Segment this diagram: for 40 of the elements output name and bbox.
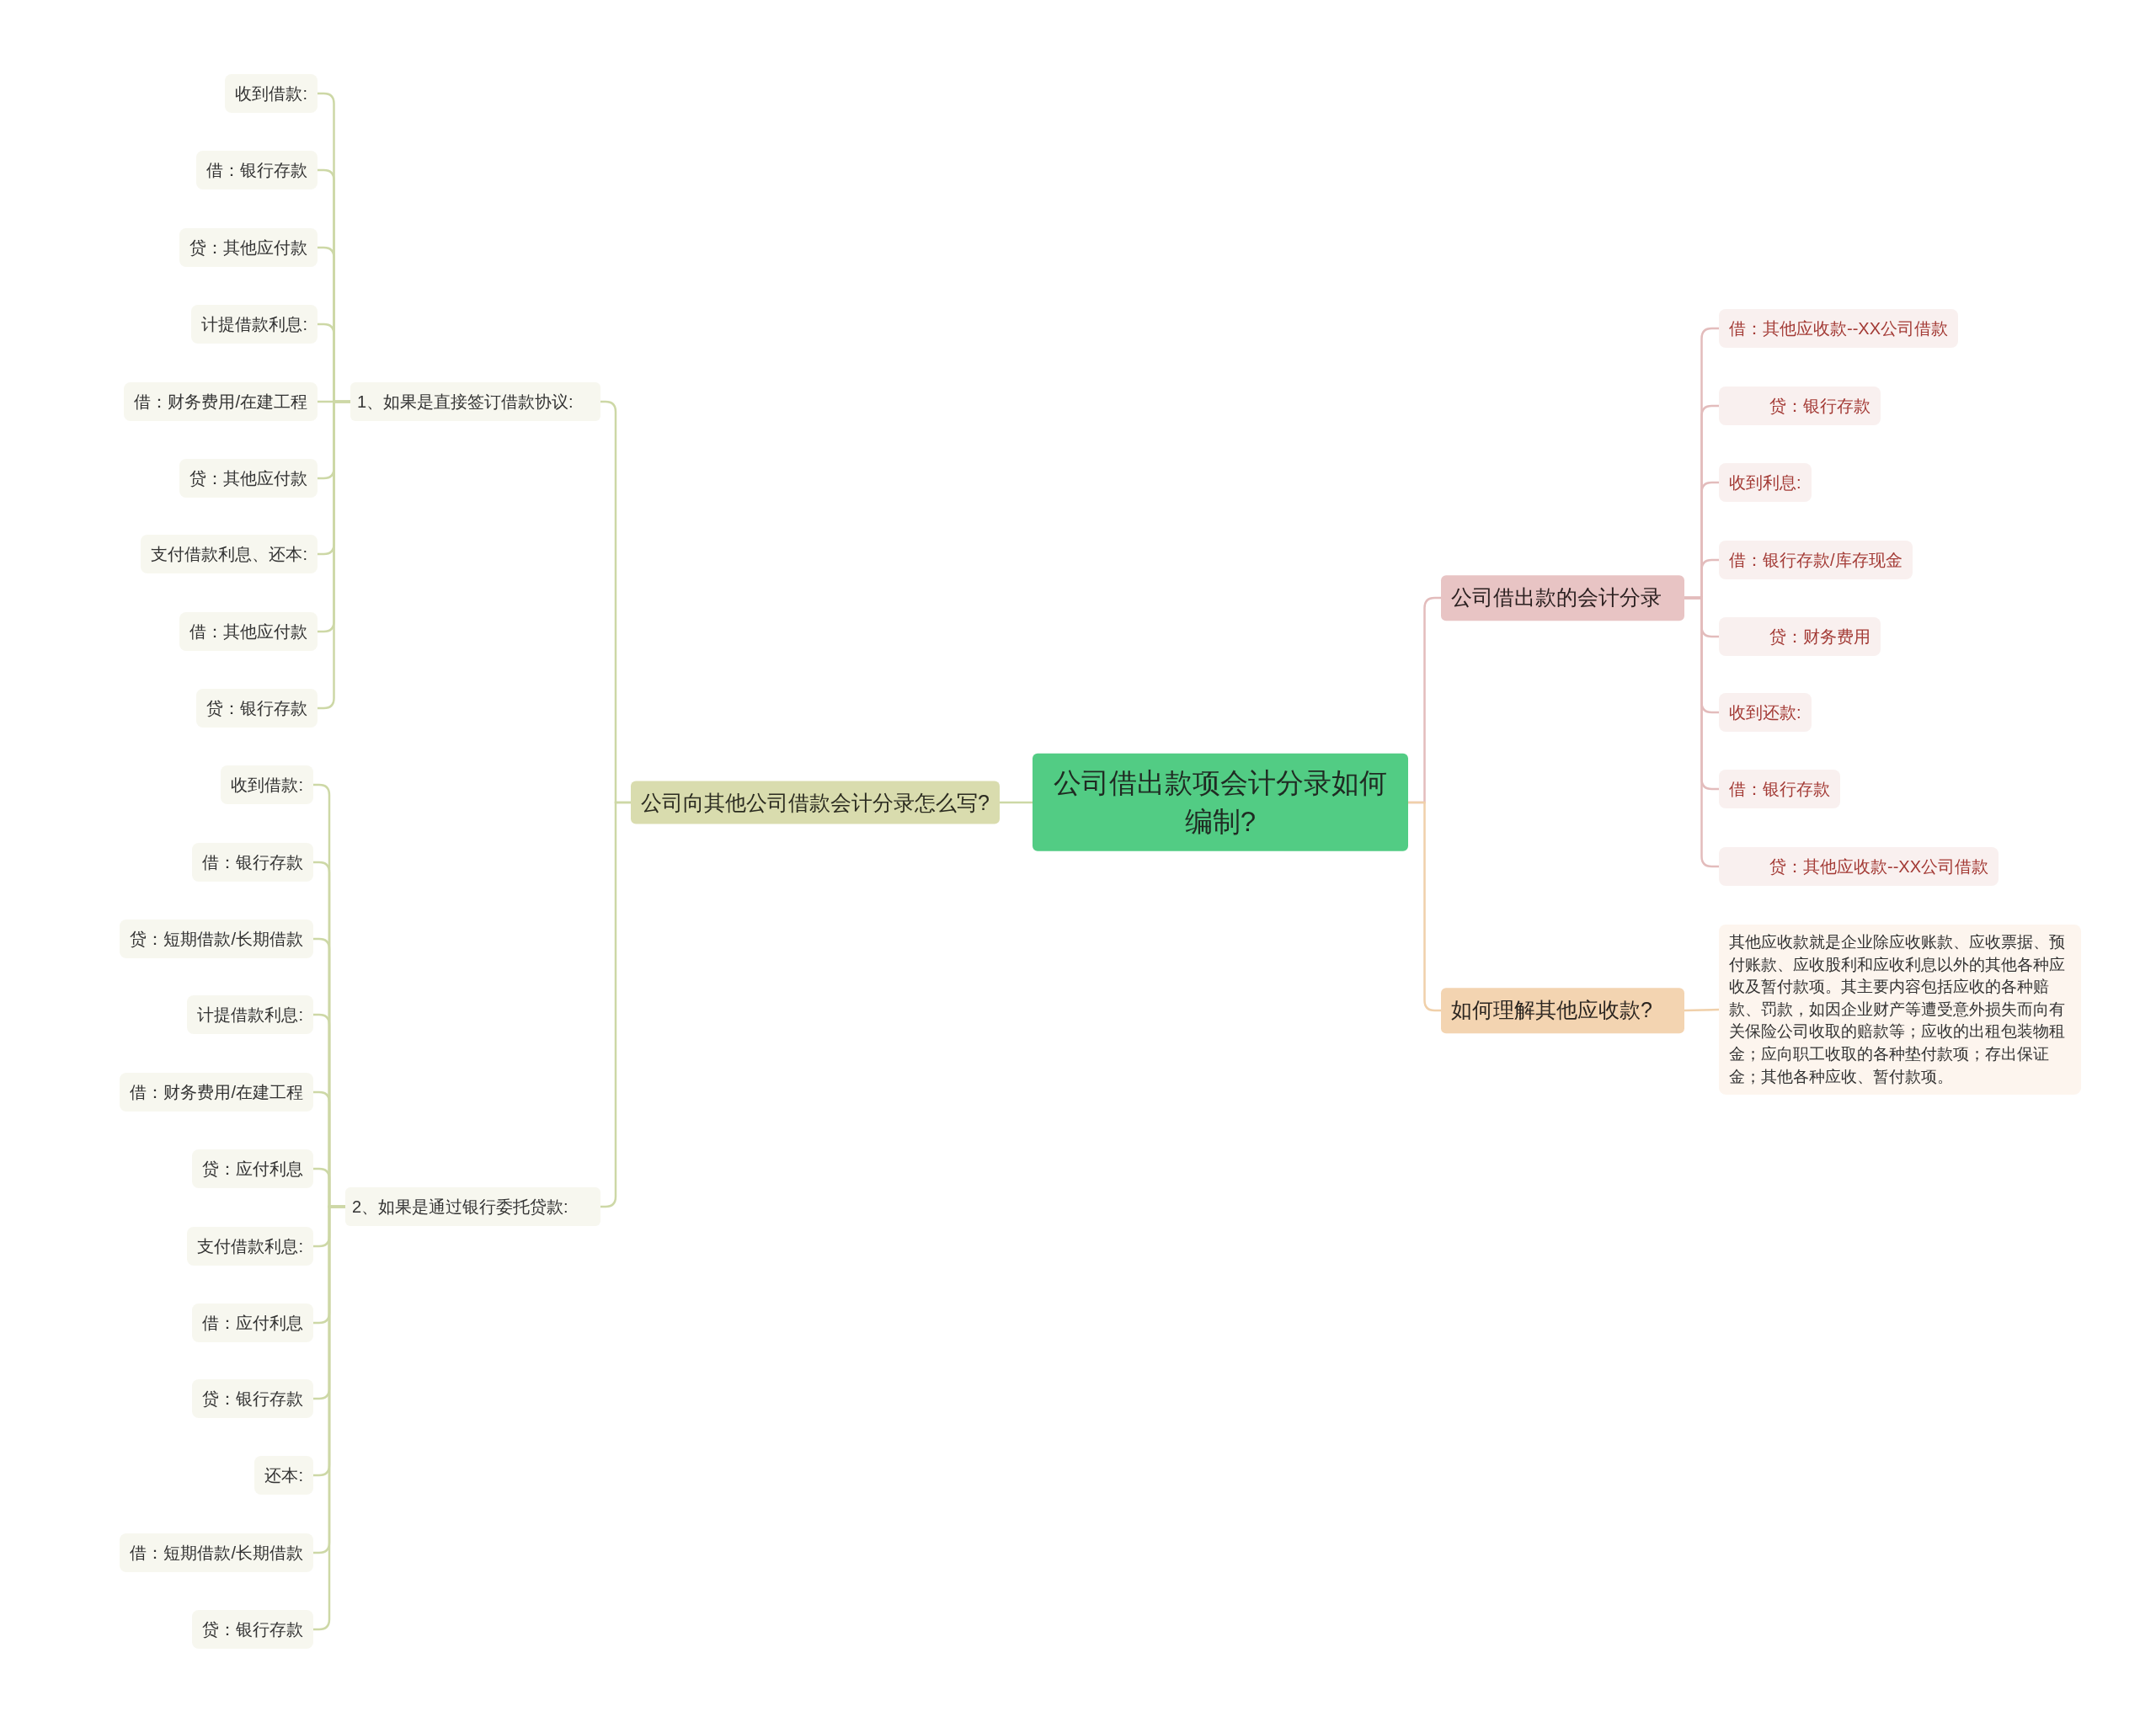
connector-line (1684, 596, 1719, 868)
connector-line (1000, 801, 1033, 804)
leaf-topic: 贷：其他应付款 (179, 459, 318, 498)
leaf-topic: 贷：银行存款 (192, 1379, 313, 1418)
subtopic-box: 2、如果是通过银行委托贷款: (345, 1187, 600, 1226)
main-topic: 公司借出款的会计分录 (1441, 575, 1684, 621)
leaf-topic: 收到还款: (1719, 693, 1812, 732)
leaf-topic: 贷：其他应付款 (179, 228, 318, 267)
leaf-topic: 贷：短期借款/长期借款 (120, 920, 313, 958)
leaf-topic: 借：其他应收款--XX公司借款 (1719, 309, 1958, 348)
main-topic: 如何理解其他应收款? (1441, 988, 1684, 1033)
leaf-topic: 收到借款: (221, 765, 313, 804)
leaf-topic: 借：其他应付款 (179, 612, 318, 651)
leaf-topic: 收到借款: (225, 74, 318, 113)
leaf-topic: 计提借款利息: (191, 305, 318, 344)
leaf-topic: 计提借款利息: (187, 995, 313, 1034)
leaf-topic: 支付借款利息、还本: (141, 535, 318, 573)
leaf-topic: 贷：银行存款 (192, 1610, 313, 1649)
leaf-topic: 贷：应付利息 (192, 1149, 313, 1188)
leaf-topic: 贷：其他应收款--XX公司借款 (1719, 847, 1999, 886)
leaf-topic: 借：应付利息 (192, 1303, 313, 1342)
main-topic: 公司向其他公司借款会计分录怎么写? (631, 781, 1000, 824)
leaf-topic: 借：银行存款/库存现金 (1719, 541, 1913, 579)
leaf-topic: 支付借款利息: (187, 1227, 313, 1266)
subtopic-box: 1、如果是直接签订借款协议: (350, 382, 600, 421)
leaf-topic: 还本: (254, 1456, 313, 1495)
leaf-topic: 借：银行存款 (1719, 770, 1840, 808)
leaf-topic: 贷：财务费用 (1719, 617, 1881, 656)
leaf-topic: 借：短期借款/长期借款 (120, 1533, 313, 1572)
connector-line (1684, 1008, 1720, 1012)
leaf-topic: 收到利息: (1719, 463, 1812, 502)
central-topic: 公司借出款项会计分录如何编制? (1033, 753, 1408, 852)
leaf-topic: 借：财务费用/在建工程 (124, 382, 318, 421)
leaf-topic: 贷：银行存款 (1719, 387, 1881, 425)
connector-line (1408, 801, 1441, 1012)
leaf-topic: 借：银行存款 (192, 843, 313, 882)
leaf-topic: 借：银行存款 (196, 151, 318, 189)
note-text-box: 其他应收款就是企业除应收账款、应收票据、预付账款、应收股利和应收利息以外的其他各种应收及暂付款项。其主要内容包括应收的各种赔款、罚款，如因企业财产等遭受意外损失而向有关保险公司收取的赔款等；应收的出租包装物租金；应向职工收取的各种垫付款项；存出保证金；其他各种应收、暂付款项。 (1719, 924, 2081, 1096)
leaf-topic: 贷：银行存款 (196, 689, 318, 728)
leaf-topic: 借：财务费用/在建工程 (120, 1073, 313, 1112)
